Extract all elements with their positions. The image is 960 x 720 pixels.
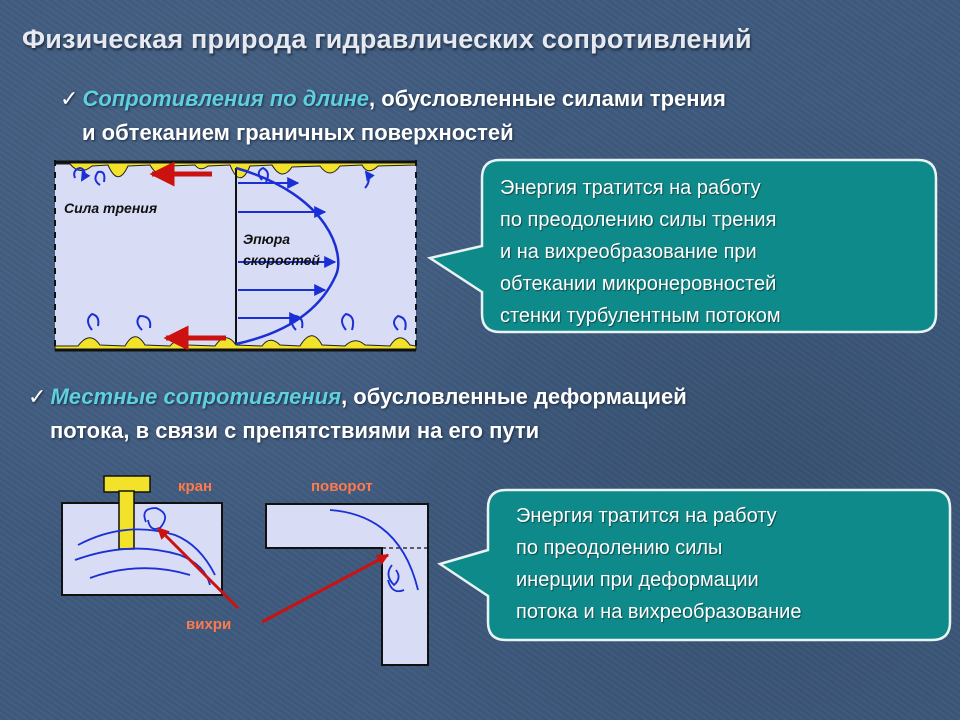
vortex-icon [257,166,269,183]
bubble2-line: инерции при деформации [516,569,759,591]
bubble1-line: Энергия тратится на работу [500,177,761,199]
check-icon: ✓ [28,384,47,409]
vortex-icon [341,312,355,331]
wall-vortices [73,166,407,331]
bend-label: поворот [311,478,373,495]
pipe-diagram [54,160,417,352]
bubble1-line: стенки турбулентным потоком [500,305,781,327]
valve-stem [118,490,135,550]
speech-bubble-2 [437,488,952,642]
term-local-resistance: Местные сопротивления [50,384,342,409]
vortex-pointer-bend [261,553,390,624]
bullet-text-line2: потока, в связи с препятствиями на его п… [50,418,540,443]
vortex-label: вихри [186,616,232,633]
valve-label: кран [178,478,213,495]
bullet-length-resistance: ✓Сопротивления по длине, обусловленные с… [60,82,726,150]
vortex-icon [94,170,106,186]
speech-bubble-1 [426,158,938,334]
bend-flow-lines [329,509,419,593]
bullet-local-resistance: ✓Местные сопротивления, обусловленные де… [28,380,687,448]
bullet-text-line1: , обусловленные силами трения [369,86,726,111]
velocity-profile-curve [235,166,340,346]
pipe-bottom-roughness [54,335,417,351]
bullet-text-line1: , обусловленные деформацией [341,384,687,409]
velocity-profile-label-2: скоростей [243,252,320,268]
vortex-icon [364,170,375,189]
bubble1-line: обтекании микронеровностей [500,273,777,295]
vortex-icon [73,166,91,182]
velocity-profile-label-1: Эпюра [243,231,291,247]
bubble2-line: Энергия тратится на работу [516,505,777,527]
bend-pipe [265,503,429,666]
term-length-resistance: Сопротивления по длине [82,86,370,111]
bubble2-line: потока и на вихреобразование [516,601,802,623]
vortex-icon [291,314,304,331]
bend-diagram [265,503,429,666]
bubble1-line: и на вихреобразование при [500,241,757,263]
check-icon: ✓ [60,86,79,111]
vortex-icon [393,314,407,331]
valve-handle [103,475,151,493]
valve-diagram [61,475,223,596]
bubble1-line: по преодолению силы трения [500,209,777,231]
vortex-pointer-valve [156,526,240,610]
slide-title: Физическая природа гидравлических сопрот… [22,24,752,54]
vortex-icon [87,312,100,331]
bullet-text-line2: и обтеканием граничных поверхностей [82,120,514,145]
bubble2-line: по преодолению силы [516,537,723,559]
friction-force-label: Сила трения [64,200,158,216]
vortex-icon [136,314,152,331]
